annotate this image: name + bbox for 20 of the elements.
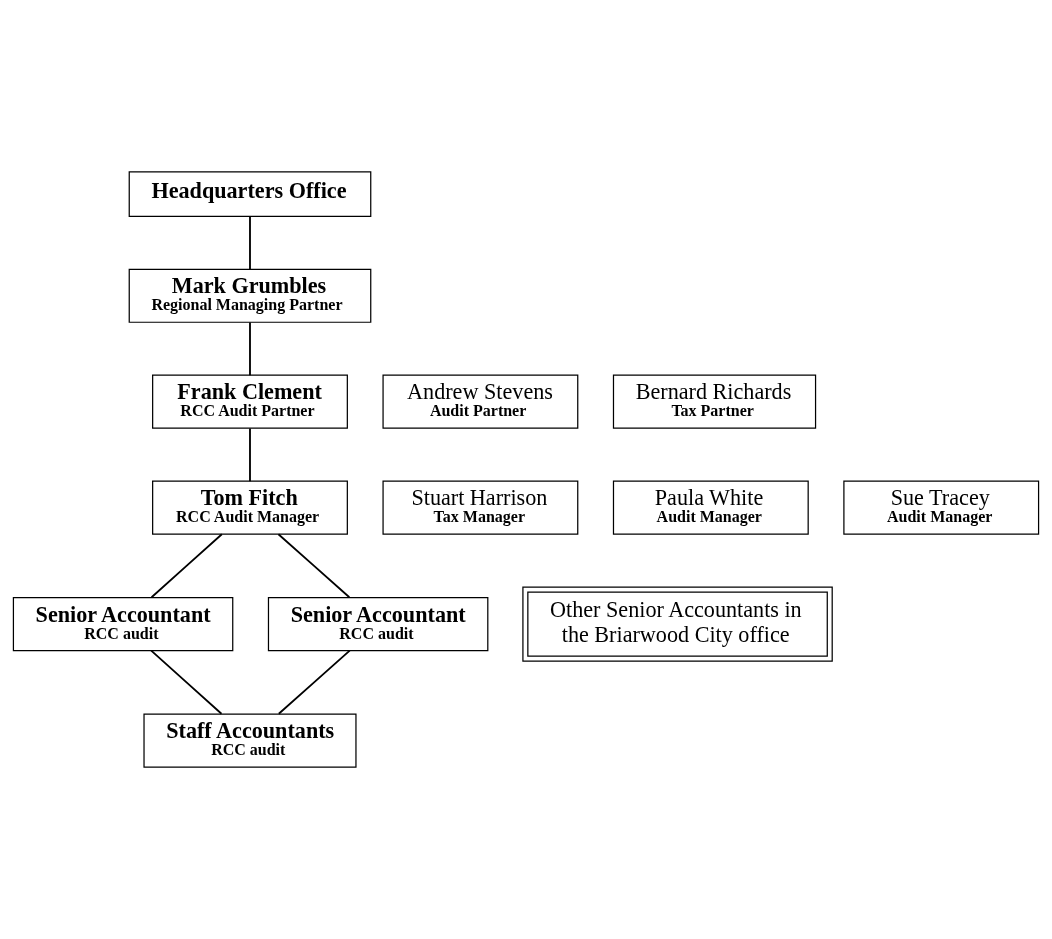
node-box: Stuart Harrison Tax Manager [382,480,579,535]
node-box: Other Senior Accountants in the Briarwood City office [522,586,833,662]
node-box: Andrew Stevens Audit Partner [382,374,579,429]
connector [150,649,223,715]
connector [249,215,251,270]
connector [249,427,251,483]
node-box: Staff Accountants RCC audit [143,713,357,768]
node-box: Mark Grumbles Regional Managing Partner [128,268,372,323]
connector [277,533,351,599]
connector [277,649,351,715]
node-box: Bernard Richards Tax Partner [612,374,817,429]
node-box: Sue Tracey Audit Manager [843,480,1040,535]
node-box: Tom Fitch RCC Audit Manager [152,480,348,535]
node-box: Senior Accountant RCC audit [267,597,489,652]
connector [150,533,223,599]
node-box: Frank Clement RCC Audit Partner [152,374,348,429]
connector [249,321,251,377]
node-box: Senior Accountant RCC audit [12,597,234,652]
node-box: Headquarters Office [128,171,372,217]
node-box: Paula White Audit Manager [612,480,809,535]
